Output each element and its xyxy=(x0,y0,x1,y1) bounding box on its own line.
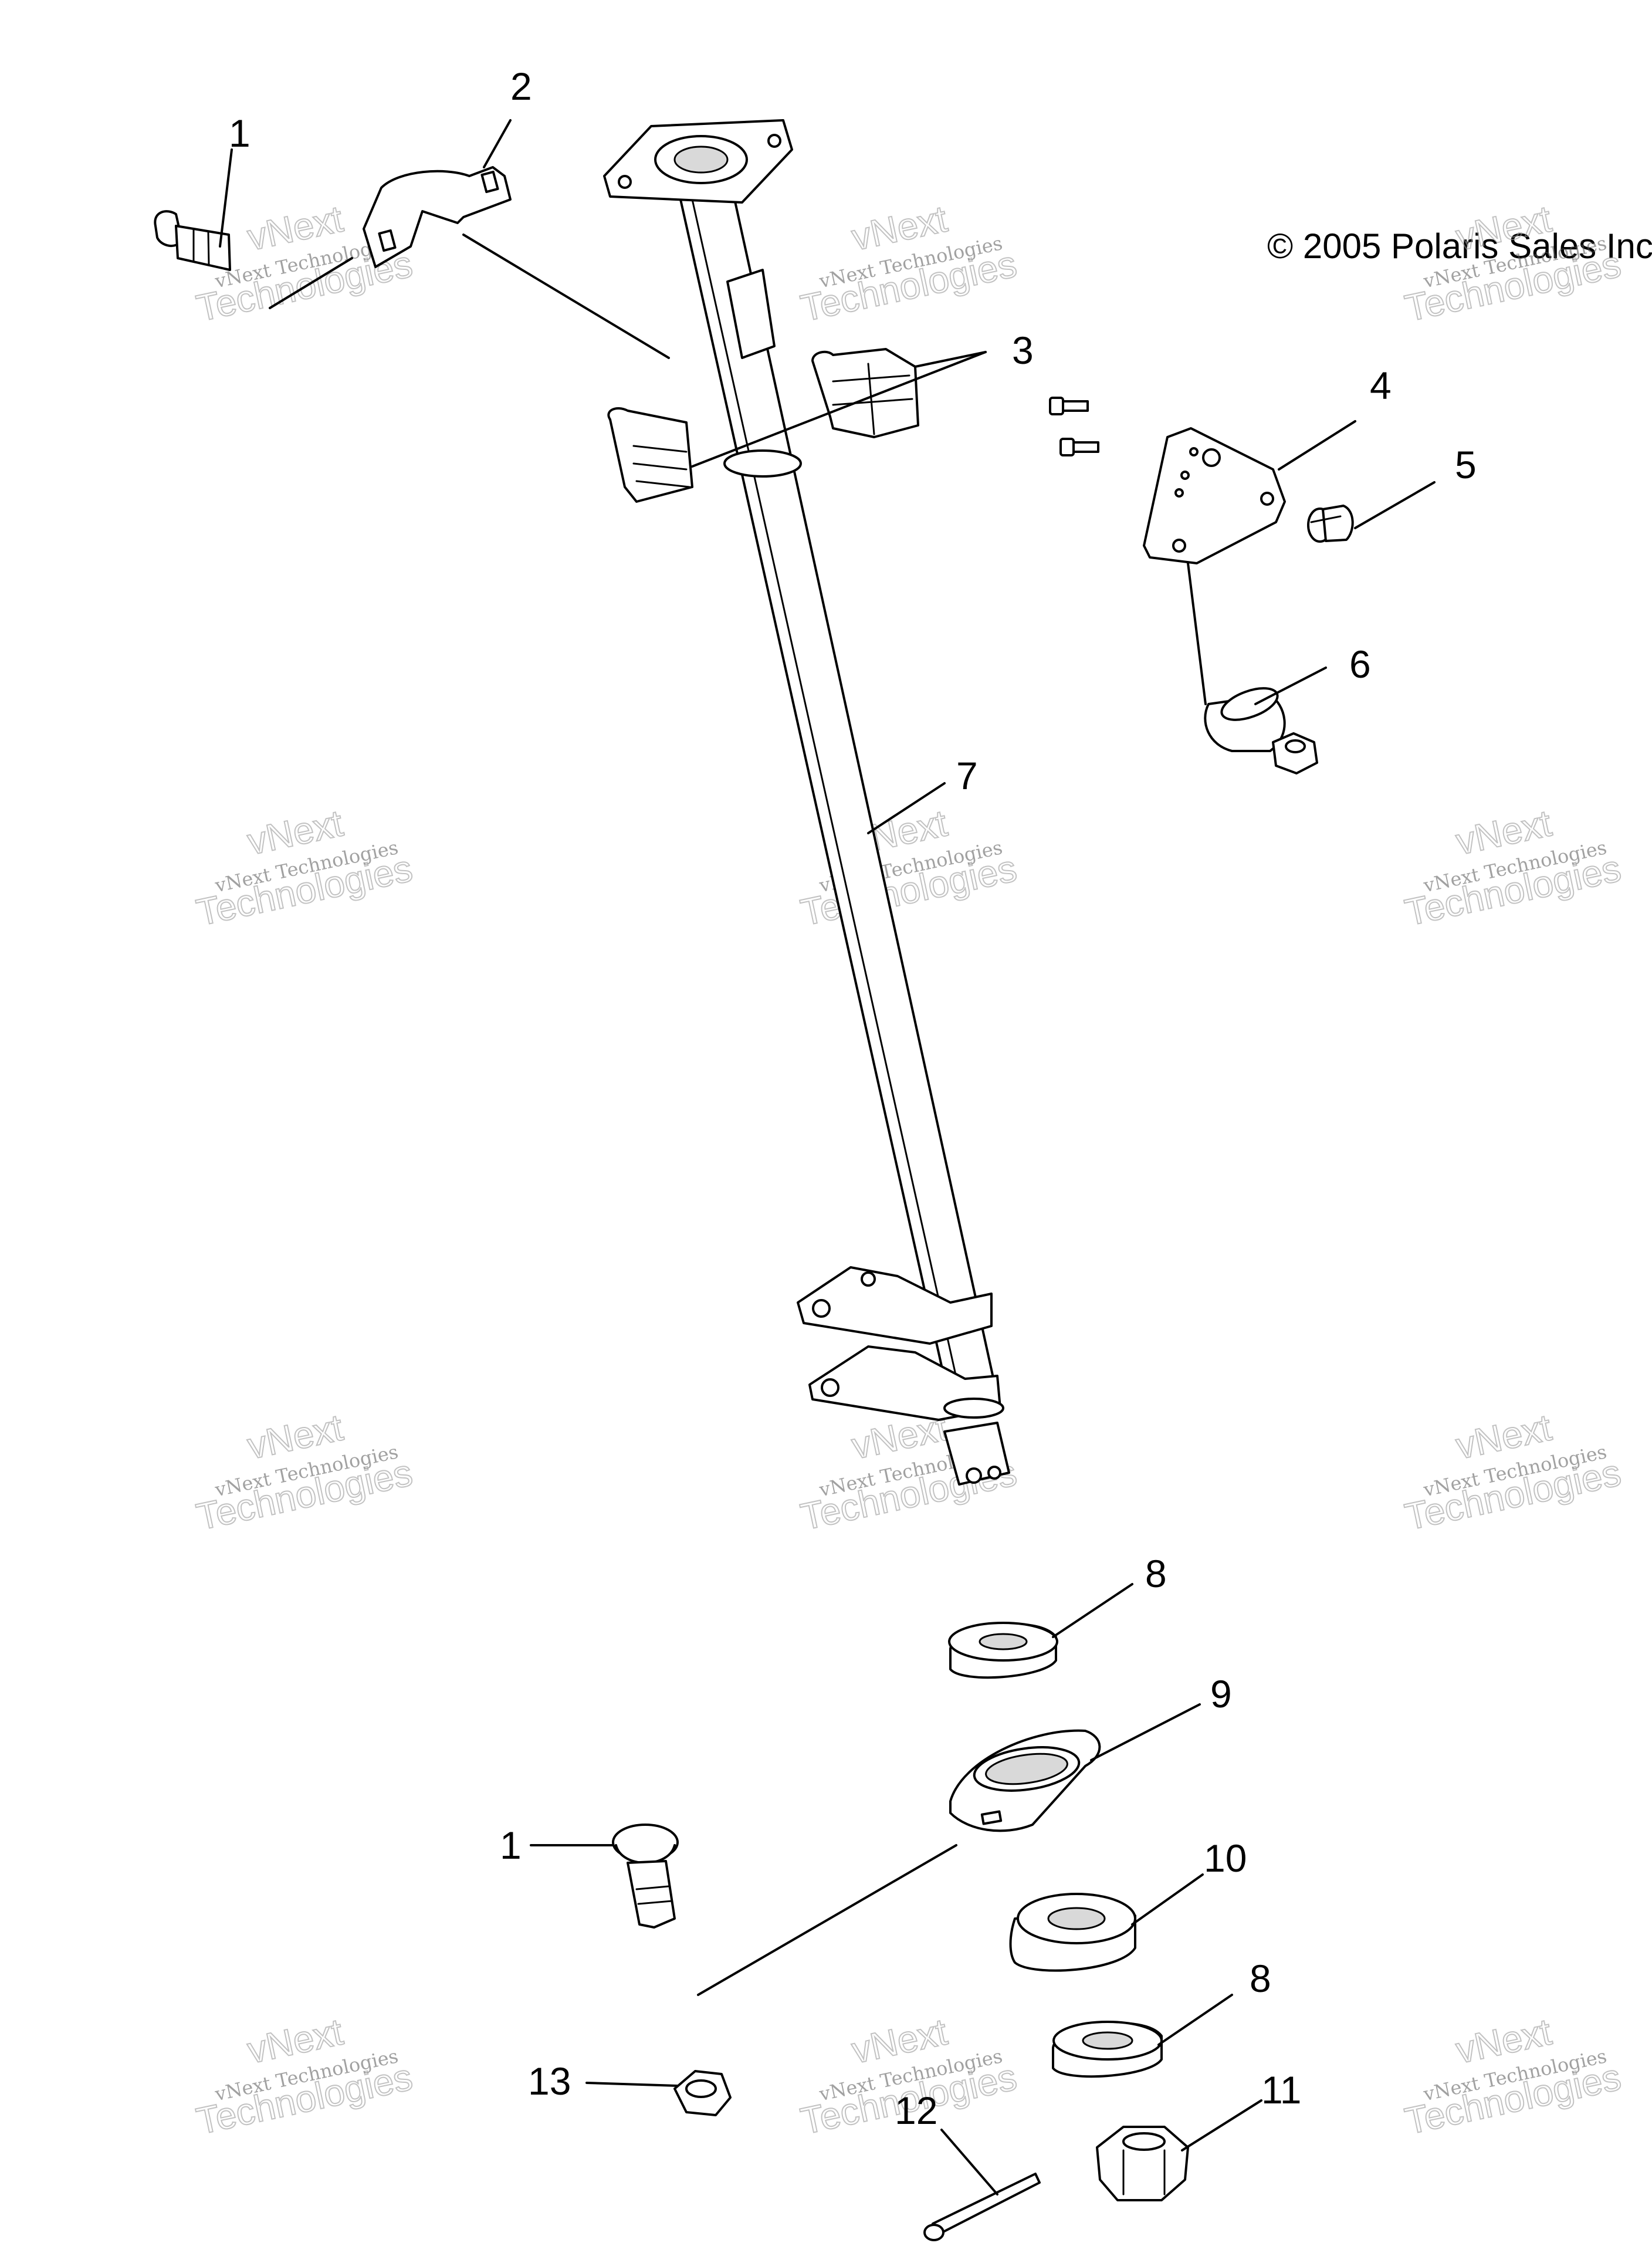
svg-text:13: 13 xyxy=(528,2059,571,2103)
callout-5: 5 xyxy=(1354,443,1477,529)
callout-11: 11 xyxy=(1181,2068,1302,2151)
svg-text:11: 11 xyxy=(1261,2068,1302,2112)
mounting-plate xyxy=(1143,427,1286,564)
bolt-top xyxy=(154,210,231,271)
svg-text:3: 3 xyxy=(1012,329,1034,372)
watermark-tile: vNext vNext Technologies Technologies xyxy=(192,801,417,934)
callout-1-top: 1 xyxy=(219,111,250,248)
svg-text:6: 6 xyxy=(1349,642,1371,686)
copyright-text: © 2005 Polaris Sales Inc xyxy=(1267,226,1652,266)
watermark-tile: vNext vNext Technologies Technologies xyxy=(192,2010,417,2143)
svg-text:10: 10 xyxy=(1204,1836,1247,1880)
svg-text:8: 8 xyxy=(1250,1957,1271,2000)
watermark-tile: vNext vNext Technologies Technologies xyxy=(1401,2010,1625,2143)
callout-13: 13 xyxy=(528,2059,679,2103)
flange-nut xyxy=(673,2070,732,2116)
flange-nut-small xyxy=(1272,732,1318,774)
svg-text:8: 8 xyxy=(1145,1552,1167,1595)
castle-nut xyxy=(1096,2126,1189,2201)
svg-text:7: 7 xyxy=(956,754,978,797)
steering-post xyxy=(603,119,1010,1486)
washer-upper xyxy=(948,1622,1058,1679)
washer-lower xyxy=(1052,2021,1163,2078)
bushing-ring xyxy=(1009,1893,1136,1972)
callout-7: 7 xyxy=(867,754,978,834)
svg-text:1: 1 xyxy=(500,1824,522,1867)
svg-text:4: 4 xyxy=(1370,364,1392,407)
svg-text:12: 12 xyxy=(895,2089,937,2132)
svg-text:9: 9 xyxy=(1210,1672,1232,1716)
callout-1-lower: 1 xyxy=(500,1824,614,1867)
callout-8-lower: 8 xyxy=(1157,1957,1271,2046)
pin xyxy=(1307,505,1354,543)
callout-10: 10 xyxy=(1131,1836,1247,1926)
svg-text:2: 2 xyxy=(510,65,532,108)
svg-text:1: 1 xyxy=(229,111,250,155)
callout-8-upper: 8 xyxy=(1052,1552,1167,1638)
watermark-tile: vNext vNext Technologies Technologies xyxy=(1401,1405,1625,1538)
bushing-sleeve xyxy=(1204,687,1286,752)
watermark-tile: vNext vNext Technologies Technologies xyxy=(192,1405,417,1538)
small-screws xyxy=(1049,397,1099,456)
callout-3: 3 xyxy=(691,329,1034,468)
cotter-pin xyxy=(923,2173,1041,2241)
steering-clamp xyxy=(363,166,512,268)
callout-6: 6 xyxy=(1254,642,1371,705)
callout-12: 12 xyxy=(895,2089,998,2196)
callout-2: 2 xyxy=(483,65,532,168)
watermark-tile: vNext vNext Technologies Technologies xyxy=(797,197,1021,330)
svg-text:5: 5 xyxy=(1455,443,1477,486)
bushing-left xyxy=(607,407,693,503)
callout-4: 4 xyxy=(1278,364,1392,471)
assembly-lines xyxy=(269,234,1207,1996)
bolt-lower xyxy=(612,1824,679,1929)
watermark-tile: vNext vNext Technologies Technologies xyxy=(1401,801,1625,934)
bearing-plate xyxy=(949,1729,1101,1832)
bushing-right xyxy=(811,348,919,438)
callout-9: 9 xyxy=(1090,1672,1232,1761)
